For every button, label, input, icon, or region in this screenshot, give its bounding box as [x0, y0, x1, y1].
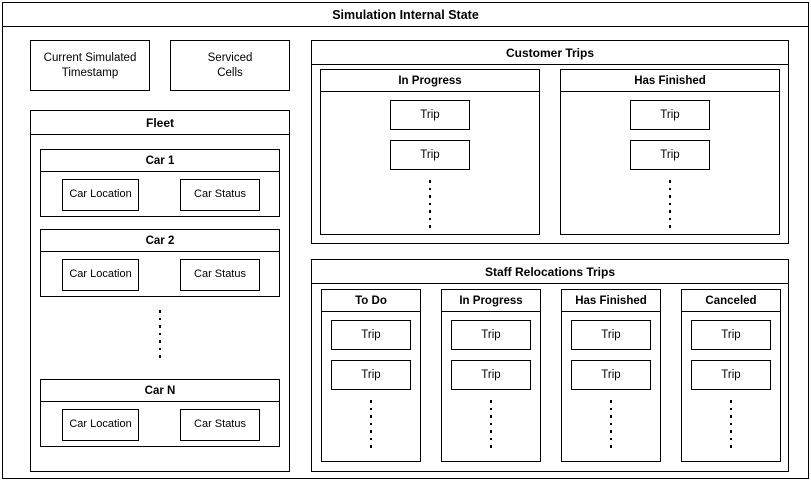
customer-has-finished-label: Has Finished	[634, 74, 706, 87]
serviced-cells-box: Serviced Cells	[170, 40, 290, 91]
car-1-label: Car 1	[145, 154, 175, 167]
fleet-panel-title-bar: Fleet	[31, 111, 289, 135]
customer-in-progress-ellipsis-icon	[425, 180, 435, 228]
staff-relocations-trips-title-bar: Staff Relocations Trips	[312, 260, 788, 284]
staff-has-finished-title-bar: Has Finished	[562, 290, 660, 312]
staff-to-do-trip-1: Trip	[331, 320, 411, 350]
fleet-ellipsis-icon	[155, 310, 165, 358]
car-2-location-label: Car Location	[69, 268, 132, 281]
car-n-location-box: Car Location	[62, 409, 139, 441]
car-2-location-box: Car Location	[62, 259, 139, 291]
car-n-location-label: Car Location	[69, 418, 132, 431]
page-title: Simulation Internal State	[332, 7, 479, 22]
staff-in-progress-label: In Progress	[459, 294, 523, 307]
staff-canceled-ellipsis-icon	[726, 400, 736, 448]
car-2-label: Car 2	[145, 234, 175, 247]
diagram-title-bar: Simulation Internal State	[3, 3, 808, 27]
staff-canceled-trip-1: Trip	[691, 320, 771, 350]
staff-to-do-label: To Do	[355, 294, 387, 307]
customer-trips-title: Customer Trips	[505, 45, 595, 60]
customer-has-finished-ellipsis-icon	[665, 180, 675, 228]
staff-to-do-trip-2: Trip	[331, 360, 411, 390]
customer-in-progress-label: In Progress	[398, 74, 462, 87]
staff-canceled-label: Canceled	[705, 294, 757, 307]
staff-to-do-ellipsis-icon	[366, 400, 376, 448]
trip-label: Trip	[481, 368, 501, 381]
current-simulated-timestamp-box: Current Simulated Timestamp	[30, 40, 150, 91]
trip-label: Trip	[361, 368, 381, 381]
current-simulated-timestamp-label: Current Simulated Timestamp	[43, 52, 137, 79]
car-1-status-box: Car Status	[180, 179, 260, 211]
car-2-title-bar: Car 2	[41, 230, 279, 252]
car-n-status-box: Car Status	[180, 409, 260, 441]
customer-has-finished-trip-1: Trip	[630, 100, 710, 130]
serviced-cells-label: Serviced Cells	[207, 52, 253, 79]
staff-has-finished-trip-1: Trip	[571, 320, 651, 350]
trip-label: Trip	[660, 148, 680, 161]
trip-label: Trip	[721, 368, 741, 381]
staff-canceled-title-bar: Canceled	[682, 290, 780, 312]
car-1-title-bar: Car 1	[41, 150, 279, 172]
staff-relocations-trips-title: Staff Relocations Trips	[484, 264, 616, 279]
customer-in-progress-trip-2: Trip	[390, 140, 470, 170]
trip-label: Trip	[601, 328, 621, 341]
customer-in-progress-title-bar: In Progress	[321, 70, 539, 92]
car-n-label: Car N	[144, 384, 176, 397]
car-2-status-label: Car Status	[194, 268, 246, 281]
trip-label: Trip	[660, 108, 680, 121]
staff-in-progress-title-bar: In Progress	[442, 290, 540, 312]
staff-has-finished-ellipsis-icon	[606, 400, 616, 448]
car-1-status-label: Car Status	[194, 188, 246, 201]
staff-has-finished-label: Has Finished	[575, 294, 647, 307]
staff-in-progress-trip-1: Trip	[451, 320, 531, 350]
car-1-location-label: Car Location	[69, 188, 132, 201]
trip-label: Trip	[481, 328, 501, 341]
trip-label: Trip	[420, 148, 440, 161]
staff-to-do-title-bar: To Do	[322, 290, 420, 312]
trip-label: Trip	[420, 108, 440, 121]
car-n-title-bar: Car N	[41, 380, 279, 402]
fleet-panel-title: Fleet	[145, 115, 174, 130]
staff-in-progress-ellipsis-icon	[486, 400, 496, 448]
staff-in-progress-trip-2: Trip	[451, 360, 531, 390]
car-1-location-box: Car Location	[62, 179, 139, 211]
trip-label: Trip	[361, 328, 381, 341]
customer-in-progress-trip-1: Trip	[390, 100, 470, 130]
customer-has-finished-trip-2: Trip	[630, 140, 710, 170]
trip-label: Trip	[721, 328, 741, 341]
trip-label: Trip	[601, 368, 621, 381]
customer-trips-title-bar: Customer Trips	[312, 41, 788, 65]
staff-canceled-trip-2: Trip	[691, 360, 771, 390]
car-n-status-label: Car Status	[194, 418, 246, 431]
customer-has-finished-title-bar: Has Finished	[561, 70, 779, 92]
staff-has-finished-trip-2: Trip	[571, 360, 651, 390]
car-2-status-box: Car Status	[180, 259, 260, 291]
